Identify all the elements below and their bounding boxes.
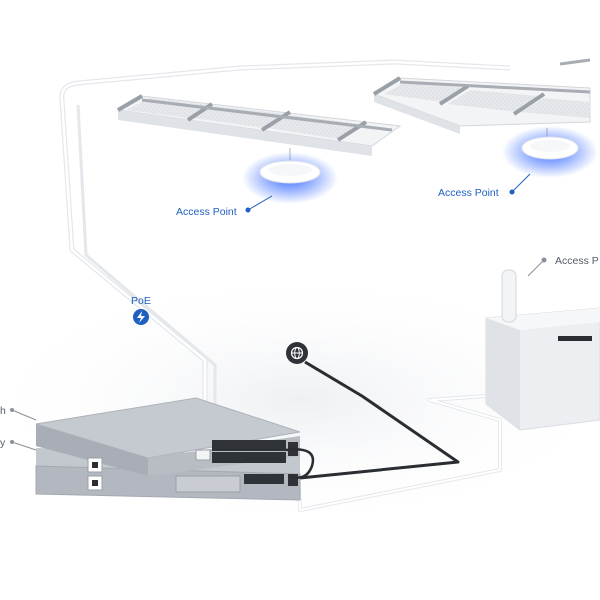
poe-cable-inner (60, 60, 511, 452)
access-point-right-label: Access Point (438, 187, 499, 199)
floor-cable-inner (297, 394, 501, 511)
switch-dot (10, 408, 14, 412)
gateway-leader (11, 441, 37, 451)
switch-leader (11, 409, 37, 421)
access-point-right-device (502, 126, 598, 178)
switch-patch-cable (285, 448, 315, 479)
access-point-edge-label: Access P (555, 255, 599, 267)
gateway-label-partial: y (0, 437, 6, 449)
ap-left-leader (247, 195, 273, 211)
right-cabinet-device (485, 269, 600, 431)
ap-right-dot (509, 189, 515, 195)
ceiling-panel-right (372, 58, 591, 134)
ap-right-leader (511, 173, 531, 193)
ap-edge-leader (527, 259, 545, 277)
ap-left-dot (245, 207, 251, 213)
ceiling-panel-left (116, 94, 402, 156)
access-point-left-label: Access Point (176, 206, 237, 218)
gateway-dot (10, 440, 14, 444)
globe-icon (286, 342, 308, 364)
switch-label-partial: h (0, 405, 6, 417)
lightning-bolt-icon (133, 309, 149, 325)
poe-label: PoE (131, 295, 151, 307)
access-point-left-device (242, 148, 338, 204)
ap-edge-dot (541, 257, 547, 263)
